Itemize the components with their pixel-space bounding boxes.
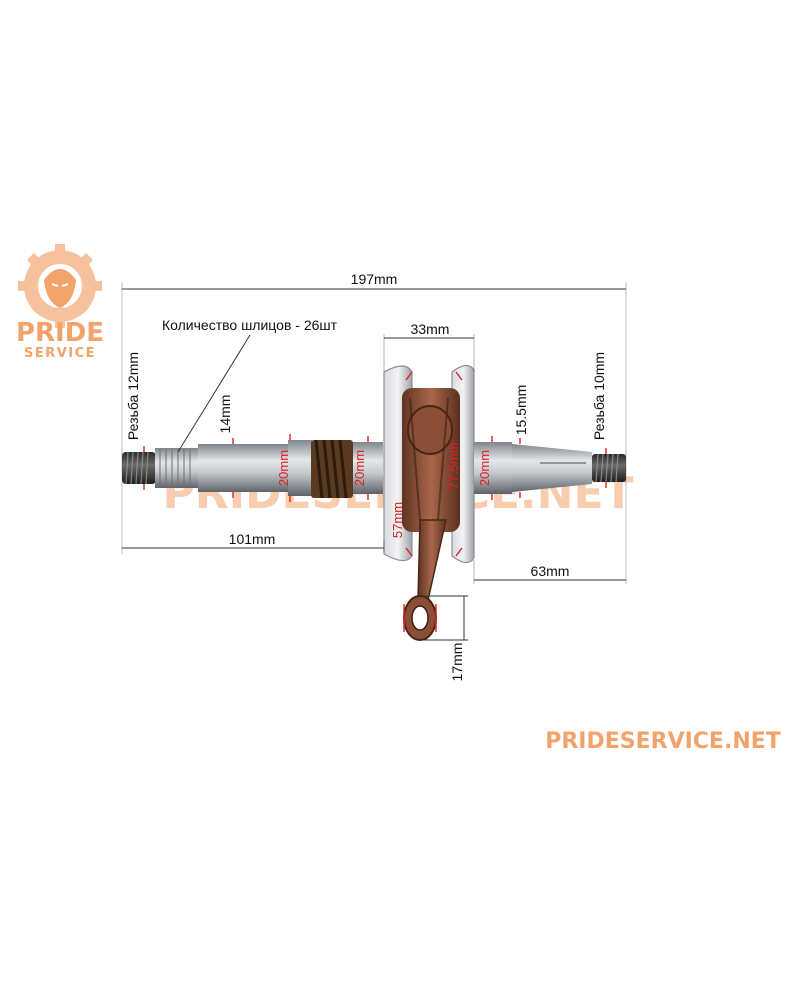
- label-thread-left: Резьба 12mm: [125, 352, 141, 440]
- label-bearing-right: 20mm: [477, 450, 492, 486]
- label-bearing-left-a: 20mm: [276, 450, 291, 486]
- pride-service-logo: PRIDE SERVICE: [16, 244, 104, 361]
- label-total-length: 197mm: [351, 271, 398, 287]
- label-rod-small-end: 17mm: [449, 643, 465, 682]
- logo-line2: SERVICE: [24, 346, 96, 361]
- label-bearing-left-b: 20mm: [352, 450, 367, 486]
- label-splines: Количество шлицов - 26шт: [162, 317, 338, 333]
- spline-section: [155, 448, 199, 488]
- gear-lion-icon: [18, 244, 102, 328]
- label-inner-dia: 57mm: [390, 502, 405, 538]
- watermark-bottom: PRIDESERVICE.NET: [545, 729, 781, 754]
- crankshaft-part: [122, 364, 626, 641]
- label-shaft-15-5: 15.5mm: [513, 385, 529, 436]
- label-web-width: 33mm: [411, 321, 450, 337]
- left-shaft: [198, 444, 290, 492]
- logo-line1: PRIDE: [16, 318, 104, 348]
- dimension-lines: [121, 282, 627, 641]
- label-right-length: 63mm: [531, 563, 570, 579]
- red-dimension-arrows: [143, 371, 607, 632]
- label-shaft-14: 14mm: [217, 395, 233, 434]
- right-shaft: [474, 442, 512, 494]
- label-flywheel-dia: 77.5mm: [446, 443, 461, 490]
- label-left-length: 101mm: [229, 531, 276, 547]
- label-thread-right: Резьба 10mm: [591, 352, 607, 440]
- connecting-rod: [417, 519, 447, 601]
